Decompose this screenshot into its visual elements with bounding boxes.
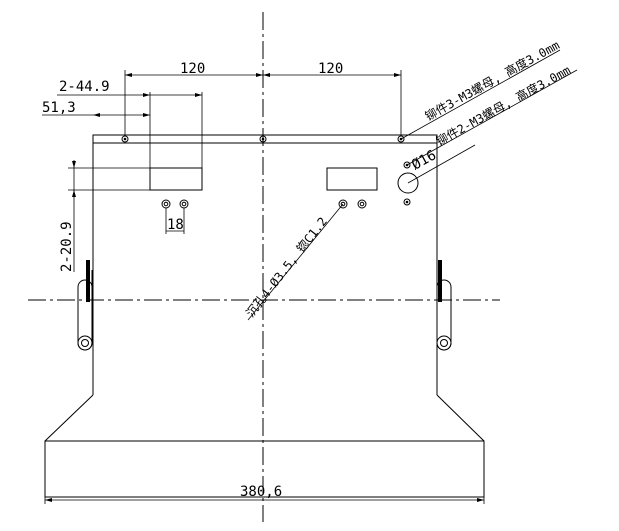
top-rivet-nuts (121, 135, 405, 143)
slot-height-label: 2-20.9 (59, 221, 75, 272)
hole-pitch-label: 18 (167, 217, 184, 233)
top-spacing-dimension (124, 70, 402, 135)
slot-width-label: 2-44.9 (59, 79, 110, 95)
top-flange (92, 134, 438, 144)
side-rivet-nuts (403, 161, 411, 206)
left-spacing-label: 120 (180, 61, 205, 77)
slot-offset-dimension (42, 113, 150, 117)
hole-pitch-dimension (165, 208, 185, 234)
right-cutout (326, 167, 378, 191)
slot-width-dimension (57, 92, 203, 168)
right-handle (436, 260, 452, 351)
leader-lines (247, 49, 578, 321)
hole-diameter-label: Ø16 (409, 147, 439, 173)
overall-width-dimension (44, 497, 485, 504)
base-plate (44, 440, 485, 498)
countersunk-note: 沉孔4-Ø3.5, 锪C1.2 (243, 214, 330, 320)
left-handle (77, 260, 93, 351)
large-hole (397, 172, 419, 194)
left-cutout (149, 167, 203, 191)
slot-offset-label: 51,3 (42, 100, 76, 116)
countersunk-holes (161, 199, 367, 209)
slot-height-dimension (68, 160, 150, 272)
part-outline (44, 134, 485, 498)
right-spacing-label: 120 (318, 61, 343, 77)
overall-width-label: 380,6 (240, 484, 282, 500)
